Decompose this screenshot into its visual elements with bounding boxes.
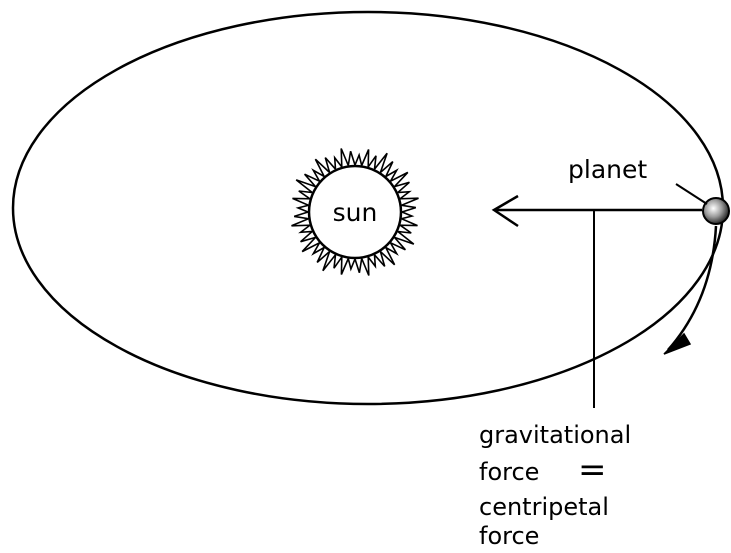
planet-body (703, 198, 729, 224)
force-label-line-3: centripetal (479, 493, 609, 521)
force-label-line-4: force (479, 522, 539, 549)
force-label-line-1: gravitational (479, 421, 631, 449)
planet-label: planet (568, 155, 647, 184)
force-label-line-2: force (479, 458, 539, 486)
force-equals-sign: = (578, 450, 607, 490)
sun-label: sun (333, 198, 378, 227)
planet-leader-line (676, 184, 707, 204)
